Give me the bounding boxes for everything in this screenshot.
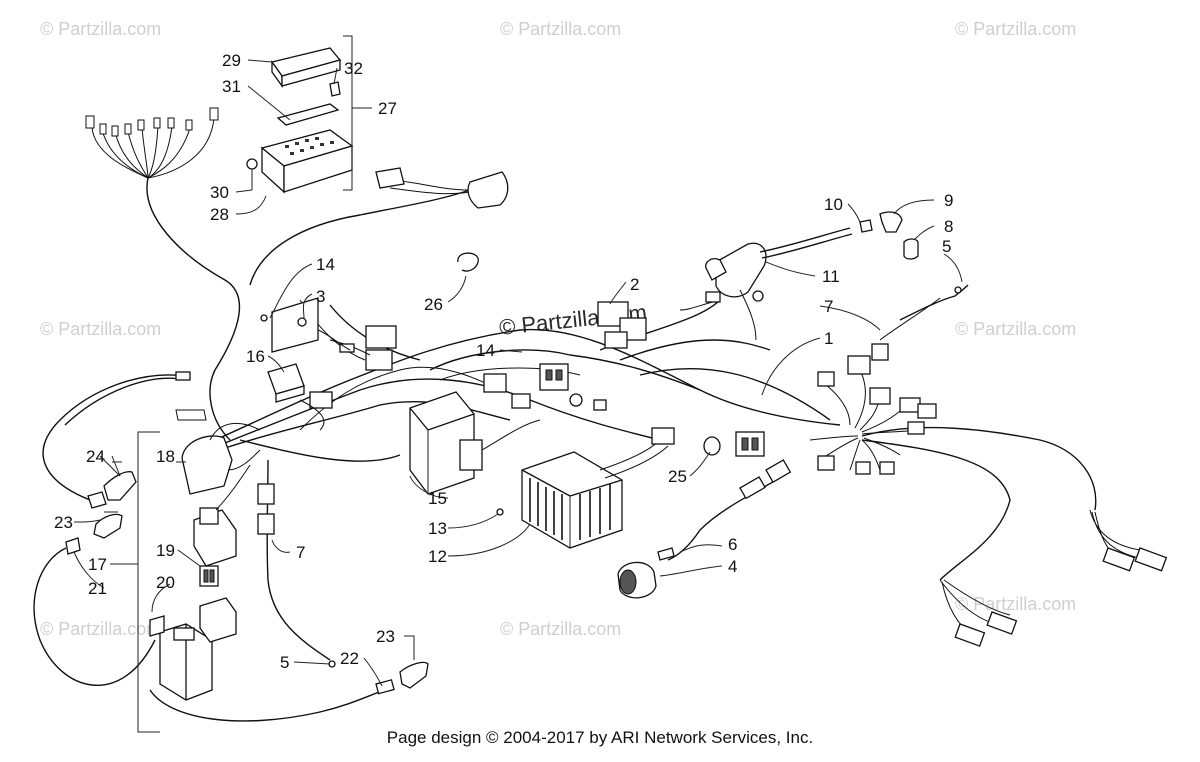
- callout-19: 19: [156, 541, 175, 560]
- callout-15: 15: [428, 489, 447, 508]
- callout-11: 11: [822, 267, 840, 286]
- callout-24: 24: [86, 447, 105, 466]
- lead-7-vertical: [257, 459, 336, 668]
- callout-23: 23: [54, 513, 73, 532]
- right-junction: [735, 343, 1097, 581]
- starter-relay-18: [181, 422, 261, 495]
- relay-holder: [193, 464, 251, 567]
- regulator-12: [496, 427, 675, 549]
- callout-8: 8: [944, 217, 953, 236]
- socket-4-lead: [617, 459, 792, 599]
- callout-3: 3: [316, 287, 325, 306]
- callout-30: 30: [210, 183, 229, 202]
- callout-27: 27: [378, 99, 397, 118]
- callout-29: 29: [222, 51, 241, 70]
- upper-left-harness-branch: [85, 107, 241, 441]
- watermark: © Partzilla.com: [500, 19, 621, 39]
- callout-9: 9: [944, 191, 953, 210]
- watermark: © Partzilla.com: [500, 619, 621, 639]
- callout-7: 7: [296, 543, 305, 562]
- ring-25: [703, 436, 721, 456]
- watermark: © Partzilla.com: [955, 319, 1076, 339]
- callout-12: 12: [428, 547, 447, 566]
- callout-21: 21: [88, 579, 107, 598]
- callout-28: 28: [210, 205, 229, 224]
- callout-17: 17: [88, 555, 107, 574]
- ring-26: [457, 252, 479, 272]
- page-footer: Page design © 2004-2017 by ARI Network S…: [386, 728, 814, 747]
- battery-cable-24: [42, 371, 207, 509]
- callout-5: 5: [280, 653, 289, 672]
- callout-22: 22: [340, 649, 359, 668]
- watermark: © Partzilla.com: [40, 19, 161, 39]
- callout-25: 25: [668, 467, 687, 486]
- starter-solenoid: [149, 597, 237, 701]
- callout-32: 32: [344, 59, 363, 78]
- relay-16: [267, 363, 333, 431]
- watermark: © Partzilla.com: [955, 594, 1076, 614]
- callout-20: 20: [156, 573, 175, 592]
- callout-7: 7: [824, 297, 833, 316]
- lower-right-tail-connectors: [939, 509, 1168, 647]
- callout-31: 31: [222, 77, 241, 96]
- callout-4: 4: [728, 557, 737, 576]
- watermark: © Partzilla.com: [40, 619, 161, 639]
- fuse-19: [199, 565, 219, 587]
- battery-cable-21: [33, 513, 156, 686]
- callout-2: 2: [630, 275, 639, 294]
- callout-13: 13: [428, 519, 447, 538]
- cdi-box-15: [409, 391, 541, 495]
- callout-1: 1: [824, 329, 833, 348]
- fuse-harness-branch: [249, 167, 509, 286]
- callout-5: 5: [942, 237, 951, 256]
- sensor-3: [260, 297, 351, 353]
- leader-lines: [73, 59, 963, 687]
- callout-18: 18: [156, 447, 175, 466]
- center-connectors: [329, 301, 647, 411]
- callout-6: 6: [728, 535, 737, 554]
- battery-cable-22: [149, 661, 429, 722]
- callout-14: 14: [476, 341, 495, 360]
- watermark: © Partzilla.com: [40, 319, 161, 339]
- callout-numbers: 1 2 3 4 5 5 6 7 7 8 9 10 11 12 13 14 14 …: [54, 51, 953, 672]
- watermark: © Partzilla.com: [955, 19, 1076, 39]
- fuse-box-assembly: [246, 35, 354, 194]
- callout-14: 14: [316, 255, 335, 274]
- ignition-coil-assembly: [679, 211, 969, 341]
- callout-26: 26: [424, 295, 443, 314]
- callout-23: 23: [376, 627, 395, 646]
- callout-16: 16: [246, 347, 265, 366]
- bracket-17: [137, 431, 160, 733]
- callout-10: 10: [824, 195, 843, 214]
